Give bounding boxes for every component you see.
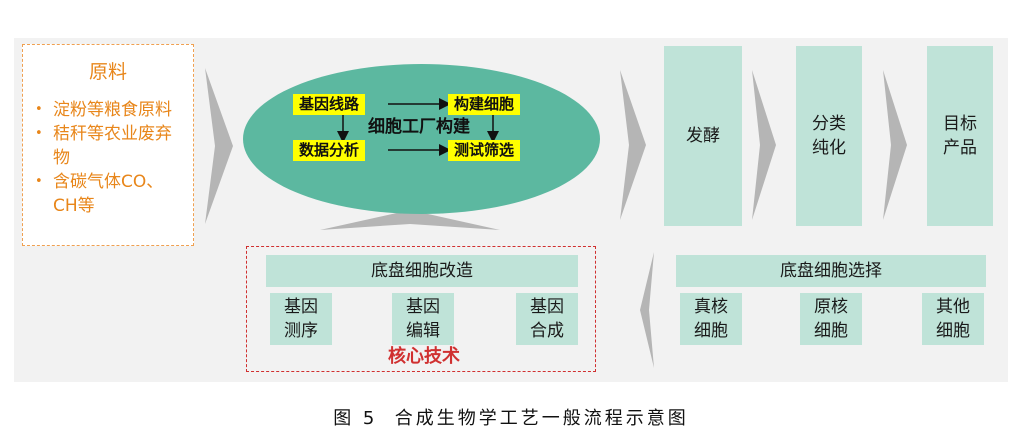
raw-material-item: 秸秆等农业废弃物: [31, 122, 185, 170]
chassis-mod-title-label: 底盘细胞改造: [371, 261, 473, 281]
raw-material-item: 淀粉等粮食原料: [31, 98, 185, 122]
core-tech-box: [246, 246, 596, 372]
raw-materials-box: 原料 淀粉等粮食原料 秸秆等农业废弃物 含碳气体CO、CH等: [22, 44, 194, 246]
eukaryotic-cell-label: 真核 细胞: [694, 297, 728, 341]
step-target-product-label: 目标 产品: [943, 114, 977, 158]
gene-editing-label: 基因 编辑: [406, 297, 440, 341]
other-cell-box: 其他 细胞: [922, 293, 984, 345]
flow-arrow-4: [883, 70, 907, 220]
prokaryotic-cell-box: 原核 细胞: [800, 293, 862, 345]
step-fermentation: 发酵: [664, 46, 742, 226]
node-data-analysis: 数据分析: [293, 140, 366, 161]
gene-sequencing-box: 基因 测序: [270, 293, 332, 345]
gene-editing-box: 基因 编辑: [392, 293, 454, 345]
raw-materials-title: 原料: [88, 61, 127, 83]
step-fermentation-label: 发酵: [686, 126, 720, 146]
step-purification-label: 分类 纯化: [812, 114, 846, 158]
flow-arrow-2: [620, 70, 646, 220]
figure-caption: 图 5 合成生物学工艺一般流程示意图: [333, 408, 689, 429]
up-arrow: [320, 210, 500, 230]
chassis-sel-title: 底盘细胞选择: [676, 255, 986, 287]
core-tech-label: 核心技术: [388, 346, 460, 367]
gene-synthesis-box: 基因 合成: [516, 293, 578, 345]
prokaryotic-cell-label: 原核 细胞: [814, 297, 848, 341]
step-target-product: 目标 产品: [927, 46, 993, 226]
flow-arrow-3: [752, 70, 776, 220]
cell-factory-ellipse: [243, 64, 600, 214]
raw-materials-list: 淀粉等粮食原料 秸秆等农业废弃物 含碳气体CO、CH等: [23, 98, 193, 218]
node-build-cell: 构建细胞: [448, 94, 521, 115]
eukaryotic-cell-box: 真核 细胞: [680, 293, 742, 345]
left-arrow: [640, 252, 654, 368]
gene-synthesis-label: 基因 合成: [530, 297, 564, 341]
flow-arrow-1: [205, 68, 233, 224]
cell-factory-connectors: [337, 98, 499, 156]
cell-factory-center-label: 细胞工厂构建: [368, 117, 470, 137]
chassis-sel-title-label: 底盘细胞选择: [780, 261, 882, 281]
other-cell-label: 其他 细胞: [936, 297, 970, 341]
chassis-mod-title: 底盘细胞改造: [266, 255, 578, 287]
raw-material-item: 含碳气体CO、CH等: [31, 170, 185, 218]
gene-sequencing-label: 基因 测序: [284, 297, 318, 341]
step-purification: 分类 纯化: [796, 46, 862, 226]
node-gene-circuit: 基因线路: [293, 94, 366, 115]
node-test-screen: 测试筛选: [448, 140, 521, 161]
